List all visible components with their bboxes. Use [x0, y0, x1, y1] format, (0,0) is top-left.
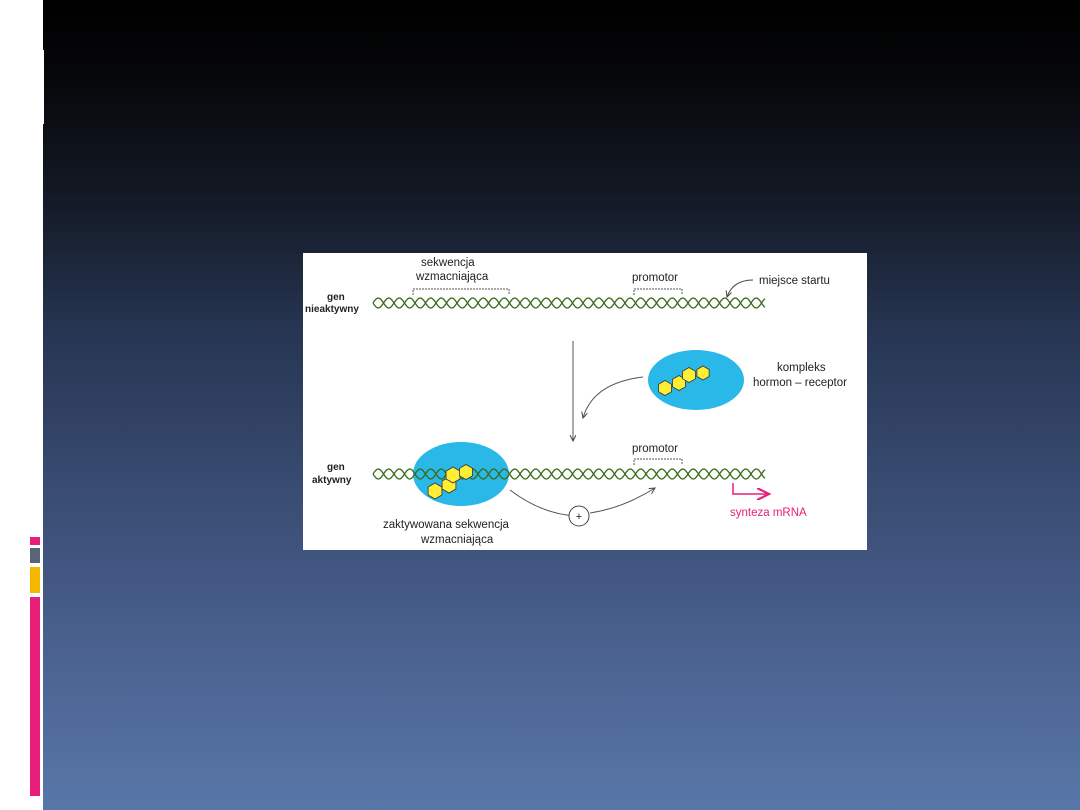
start-site-arrow [727, 279, 754, 297]
gene-label-active-2: aktywny [312, 475, 352, 486]
complex-label-1: kompleks [777, 362, 826, 374]
activated-enhancer-label-1: zaktywowana sekwencja [383, 519, 510, 531]
activation-arc-left [509, 489, 579, 517]
accent-pink-small [30, 537, 40, 545]
enhancer-bracket [412, 288, 510, 295]
hormone-molecule-icon [658, 365, 710, 396]
inactive-dna-strand [372, 297, 766, 309]
plus-circle [568, 505, 590, 527]
enhancer-label-2: wzmacniająca [415, 271, 489, 283]
accent-gray-block [30, 548, 40, 563]
promoter-bracket-bottom [633, 458, 683, 465]
gene-label-inactive-2: nieaktywny [305, 304, 359, 315]
activation-arc-right [589, 488, 655, 514]
active-dna-strand [372, 468, 766, 480]
promoter-label-bottom: promotor [632, 443, 678, 455]
enhancer-label-1: sekwencja [421, 257, 475, 269]
decorative-stripes-icon [23, 50, 44, 124]
promoter-label-top: promotor [632, 272, 678, 284]
start-site-label: miejsce startu [759, 275, 830, 287]
promoter-bracket-top [633, 288, 683, 295]
accent-yellow-block [30, 567, 40, 593]
plus-sign: + [576, 511, 582, 523]
activated-enhancer-label-2: wzmacniająca [420, 534, 494, 546]
gene-label-active-1: gen [327, 462, 345, 473]
mrna-synthesis-label: synteza mRNA [730, 507, 807, 519]
accent-pink-bar [30, 597, 40, 796]
gene-activation-diagram: gen nieaktywny sekwencja wzmacniająca pr… [303, 253, 867, 550]
gene-label-inactive-1: gen [327, 292, 345, 303]
complex-label-2: hormon – receptor [753, 377, 847, 389]
complex-binding-arrow [583, 376, 644, 418]
hormone-receptor-complex [648, 350, 744, 410]
bound-hormone-icon [427, 464, 473, 500]
mrna-arrow-icon [732, 483, 769, 494]
